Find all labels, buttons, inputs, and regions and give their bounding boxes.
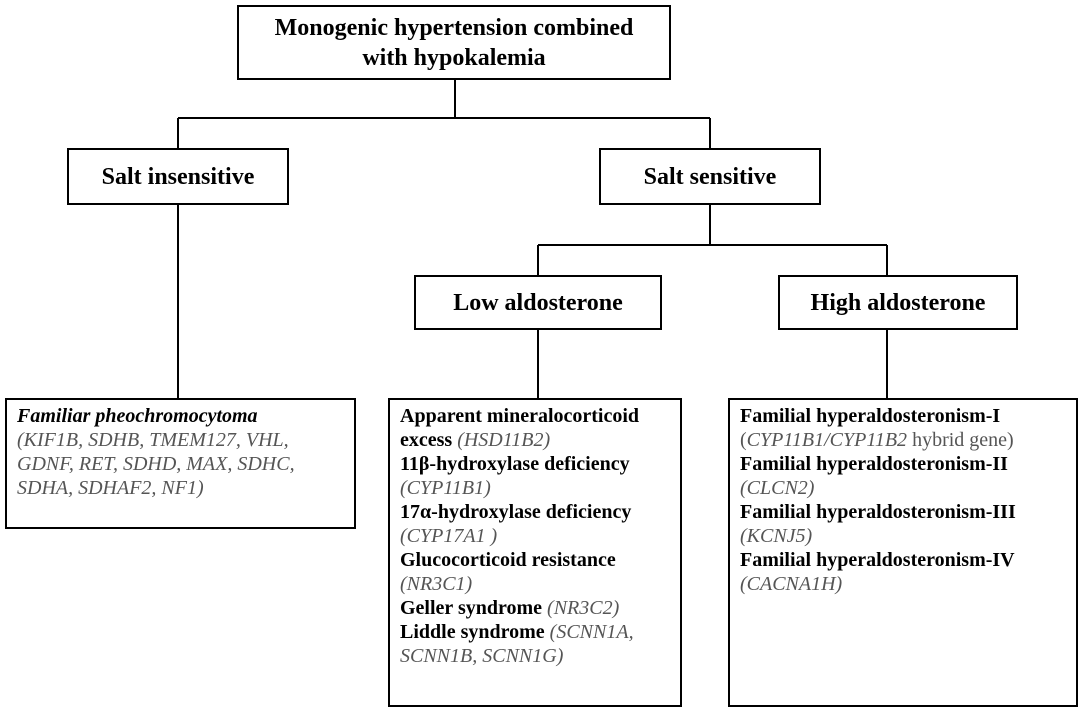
salt-sensitive-label: Salt sensitive [643,163,777,190]
liddle-gene1: (SCNN1A, [549,621,634,643]
geller-gene: (NR3C2) [547,597,620,619]
geller-title: Geller syndrome [400,597,543,619]
high-aldosterone-label: High aldosterone [810,289,986,316]
ame-gene: (HSD11B2) [457,429,551,451]
fh1-rest: hybrid gene) [907,429,1014,451]
fh1-title: Familial hyperaldosteronism-I [740,405,1001,427]
gluco-gene: (NR3C1) [400,573,473,595]
low-aldosterone-node: Low aldosterone [414,275,662,330]
root-title-line2: with hypokalemia [362,44,546,71]
fh1-gene: CYP11B1/CYP11B2 [746,429,908,451]
pheochromocytoma-box: Familiar pheochromocytoma (KIF1B, SDHB, … [5,398,356,529]
ame-word: excess [400,429,453,451]
hyd17-gene: (CYP17A1 ) [400,525,498,547]
hyd17-title: 17α-hydroxylase deficiency [400,501,632,523]
high-aldosterone-node: High aldosterone [778,275,1018,330]
ame-row: excess (HSD11B2) [400,428,670,452]
root-title-line1: Monogenic hypertension combined [274,14,634,41]
fh3-title: Familial hyperaldosteronism-III [740,501,1016,523]
fh2-title: Familial hyperaldosteronism-II [740,453,1008,475]
fh1-open: ( [740,429,747,451]
root-node: Monogenic hypertension combined with hyp… [237,5,671,80]
high-aldosterone-list: Familial hyperaldosteronism-I (CYP11B1/C… [728,398,1078,707]
low-aldosterone-list: Apparent mineralocorticoid excess (HSD11… [388,398,682,707]
pheo-title: Familiar pheochromocytoma [17,405,258,427]
salt-insensitive-node: Salt insensitive [67,148,289,205]
liddle-gene2: SCNN1B, SCNN1G) [400,645,564,667]
pheo-genes-line3: SDHA, SDHAF2, NF1) [17,477,204,499]
pheo-genes-line1: (KIF1B, SDHB, TMEM127, VHL, [17,429,289,451]
pheo-genes-line2: GDNF, RET, SDHD, MAX, SDHC, [17,453,295,475]
hyd11-gene: (CYP11B1) [400,477,491,499]
gluco-title: Glucocorticoid resistance [400,549,616,571]
low-aldosterone-label: Low aldosterone [453,289,623,316]
fh3-gene: (KCNJ5) [740,525,813,547]
salt-insensitive-label: Salt insensitive [101,163,255,190]
fh4-gene: (CACNA1H) [740,573,843,595]
ame-title: Apparent mineralocorticoid [400,405,640,427]
liddle-row: Liddle syndrome (SCNN1A, [400,620,670,644]
fh2-gene: (CLCN2) [740,477,815,499]
fh4-title: Familial hyperaldosteronism-IV [740,549,1015,571]
geller-row: Geller syndrome (NR3C2) [400,596,670,620]
liddle-title: Liddle syndrome [400,621,545,643]
hyd11-title: 11β-hydroxylase deficiency [400,453,630,475]
fh1-row: (CYP11B1/CYP11B2 hybrid gene) [740,428,1066,452]
salt-sensitive-node: Salt sensitive [599,148,821,205]
